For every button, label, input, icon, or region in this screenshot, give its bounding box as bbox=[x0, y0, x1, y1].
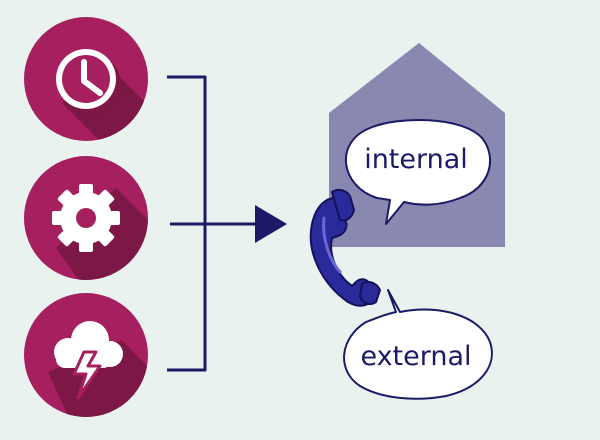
phone-handset-icon bbox=[309, 188, 381, 307]
speech-bubble-internal: internal bbox=[345, 118, 491, 225]
internal-label: internal bbox=[364, 144, 468, 175]
arrow-head bbox=[255, 205, 287, 243]
speech-bubble-external: external bbox=[343, 289, 493, 400]
gear-icon bbox=[24, 156, 148, 280]
cloud-lightning-icon bbox=[24, 293, 148, 417]
external-label: external bbox=[360, 341, 471, 372]
bracket-connector bbox=[167, 75, 258, 372]
clock-icon bbox=[24, 17, 148, 141]
